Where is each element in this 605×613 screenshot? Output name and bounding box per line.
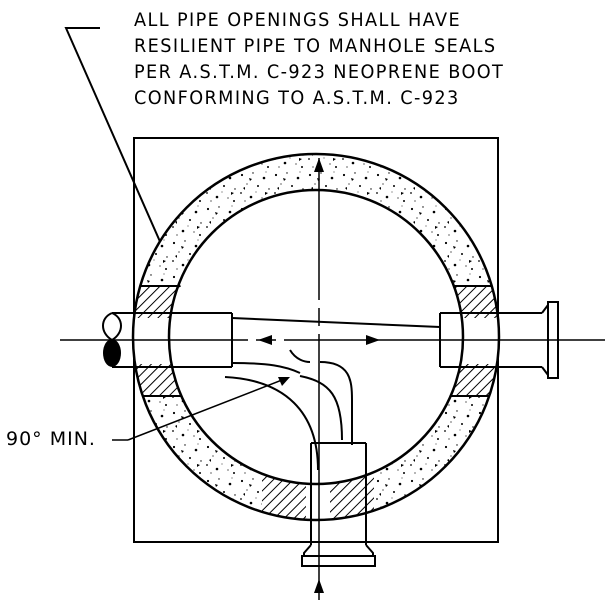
note-leader: [64, 27, 181, 288]
flow-arrow-left: [258, 335, 272, 345]
angle-callout-label: 90° MIN.: [6, 428, 96, 450]
angle-callout-leader: [112, 377, 290, 441]
flow-arrow-bottom: [314, 579, 324, 593]
general-note-line-3: PER A.S.T.M. C-923 NEOPRENE BOOT: [134, 61, 505, 83]
inlet-pipe-left: [102, 312, 233, 368]
general-note-line-2: RESILIENT PIPE TO MANHOLE SEALS: [134, 35, 497, 57]
flow-arrow-right: [366, 335, 380, 345]
outlet-pipe-bottom: [301, 442, 376, 567]
general-note-line-4: CONFORMING TO A.S.T.M. C-923: [134, 87, 460, 109]
flow-arrow-top: [314, 158, 324, 172]
general-note-line-1: ALL PIPE OPENINGS SHALL HAVE: [134, 9, 462, 31]
channel-flow-lines: [224, 317, 441, 471]
